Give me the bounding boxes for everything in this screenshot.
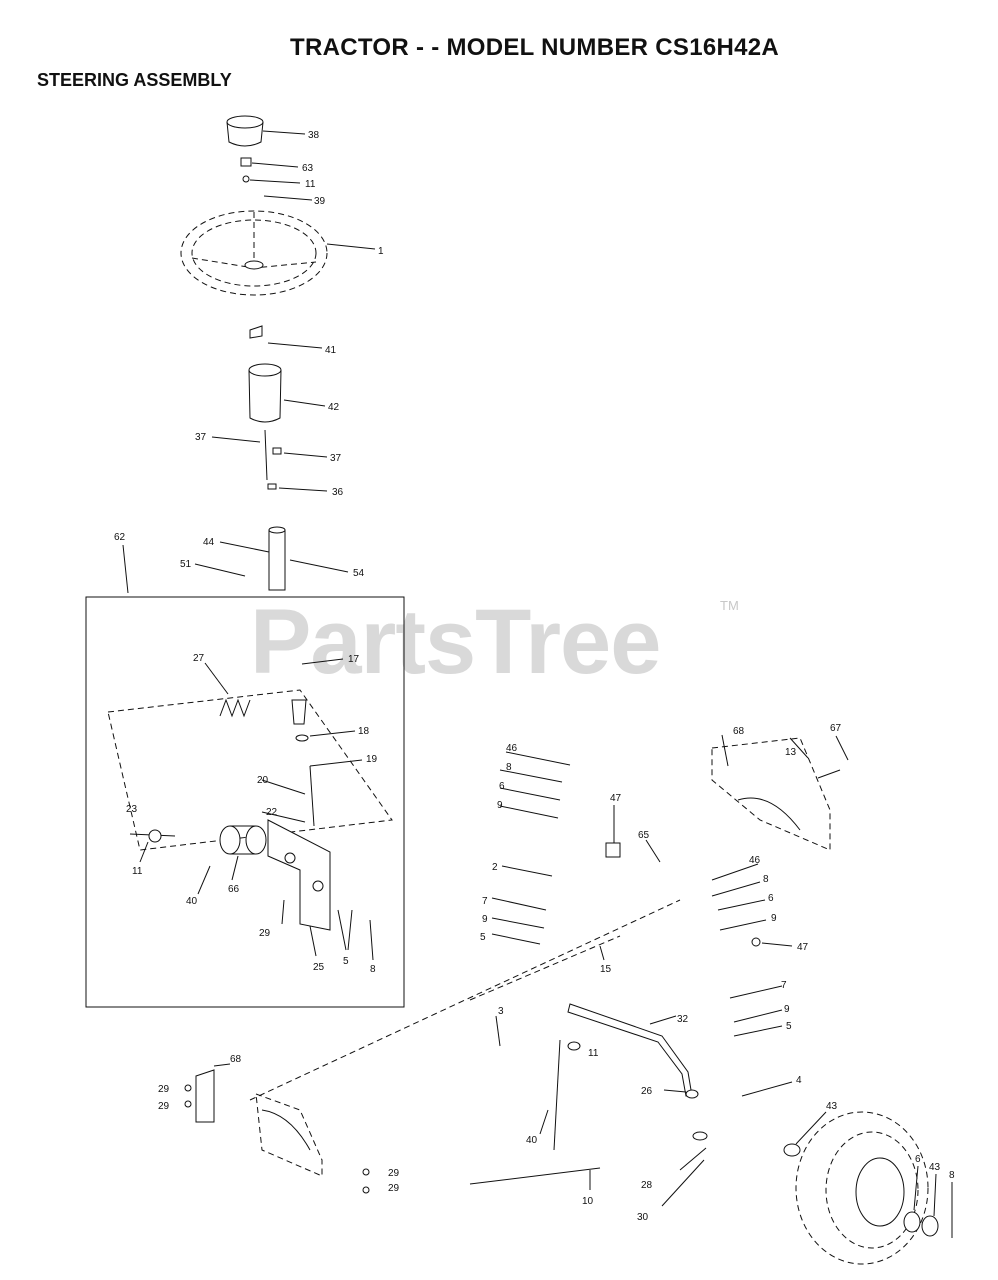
callout-43: 43 <box>826 1101 838 1112</box>
front-wheel <box>795 1111 929 1265</box>
tie-rod <box>567 1003 693 1097</box>
steering-gear-plate <box>107 689 393 851</box>
callout-51: 51 <box>180 559 192 570</box>
section-title: STEERING ASSEMBLY <box>37 70 232 90</box>
callout-13: 13 <box>785 747 797 758</box>
callout-6: 6 <box>915 1154 921 1165</box>
callout-27: 27 <box>193 653 205 664</box>
nut-part <box>240 157 252 167</box>
callout-67: 67 <box>830 723 842 734</box>
adapter-part <box>249 325 263 339</box>
callout-11: 11 <box>588 1048 599 1059</box>
callout-9: 9 <box>771 913 777 924</box>
steering-shaft <box>268 526 286 591</box>
callout-7: 7 <box>482 896 488 907</box>
callout-19: 19 <box>366 754 378 765</box>
callout-54: 54 <box>353 568 365 579</box>
callout-46: 46 <box>749 855 761 866</box>
callout-1: 1 <box>378 246 384 257</box>
callout-8: 8 <box>506 762 512 773</box>
callout-8: 8 <box>370 964 376 975</box>
callout-40: 40 <box>526 1135 538 1146</box>
drag-link <box>249 899 681 1101</box>
callout-5: 5 <box>343 956 349 967</box>
partstree-watermark: PartsTree <box>250 591 661 693</box>
callout-32: 32 <box>677 1014 689 1025</box>
callout-22: 22 <box>266 807 278 818</box>
callout-41: 41 <box>325 345 337 356</box>
callout-5: 5 <box>786 1021 792 1032</box>
callout-8: 8 <box>763 874 769 885</box>
callout-26: 26 <box>641 1086 653 1097</box>
callout-38: 38 <box>308 130 320 141</box>
bushing-part <box>219 825 267 855</box>
callout-11: 11 <box>305 179 316 190</box>
callout-25: 25 <box>313 962 325 973</box>
callout-46: 46 <box>506 743 518 754</box>
callout-68: 68 <box>733 726 745 737</box>
steering-gear-inset-frame <box>85 596 405 1008</box>
washer-43 <box>783 1143 801 1157</box>
callout-7: 7 <box>781 980 787 991</box>
cap-part <box>903 1211 921 1233</box>
callout-62: 62 <box>114 532 126 543</box>
drag-rod <box>469 1167 601 1185</box>
callout-11: 11 <box>132 866 143 877</box>
page-title: TRACTOR - - MODEL NUMBER CS16H42A <box>290 34 780 61</box>
callout-9: 9 <box>784 1004 790 1015</box>
callout-63: 63 <box>302 163 314 174</box>
spring-part <box>219 698 251 718</box>
trademark-mark: TM <box>720 598 739 613</box>
callout-40: 40 <box>186 896 198 907</box>
callout-37: 37 <box>195 432 207 443</box>
callout-68: 68 <box>230 1054 242 1065</box>
callout-4: 4 <box>796 1075 802 1086</box>
callout-66: 66 <box>228 884 240 895</box>
callout-29: 29 <box>158 1084 170 1095</box>
callout-23: 23 <box>126 804 138 815</box>
callout-3: 3 <box>498 1006 504 1017</box>
bolt-part <box>605 805 621 858</box>
callout-29: 29 <box>388 1168 400 1179</box>
axle-bracket-left <box>195 1069 323 1177</box>
callout-47: 47 <box>797 942 809 953</box>
washer-43b <box>921 1215 939 1237</box>
axle-bracket-right <box>711 737 831 851</box>
callout-9: 9 <box>497 800 503 811</box>
callout-9: 9 <box>482 914 488 925</box>
callout-29: 29 <box>259 928 271 939</box>
callout-47: 47 <box>610 793 622 804</box>
callout-37: 37 <box>330 453 342 464</box>
callout-42: 42 <box>328 402 340 413</box>
leader-38 <box>262 130 306 135</box>
callout-6: 6 <box>768 893 774 904</box>
callout-39: 39 <box>314 196 326 207</box>
callout-44: 44 <box>203 537 215 548</box>
callout-17: 17 <box>348 654 360 665</box>
steering-spacer <box>248 363 282 423</box>
callout-36: 36 <box>332 487 344 498</box>
callout-18: 18 <box>358 726 370 737</box>
callout-5: 5 <box>480 932 486 943</box>
pinion-part <box>291 699 307 725</box>
callout-10: 10 <box>582 1196 594 1207</box>
callout-28: 28 <box>641 1180 653 1191</box>
steering-wheel <box>180 210 328 296</box>
callout-6: 6 <box>499 781 505 792</box>
callout-65: 65 <box>638 830 650 841</box>
callout-15: 15 <box>600 964 612 975</box>
callout-29: 29 <box>388 1183 400 1194</box>
steering-shaft-upper <box>264 429 268 481</box>
callout-8: 8 <box>949 1170 955 1181</box>
callout-29: 29 <box>158 1101 170 1112</box>
steering-cap <box>226 115 264 147</box>
callout-30: 30 <box>637 1212 649 1223</box>
lock-nut-part <box>148 829 162 843</box>
callout-20: 20 <box>257 775 269 786</box>
callout-2: 2 <box>492 862 498 873</box>
callout-43: 43 <box>929 1162 941 1173</box>
washer-part <box>242 175 250 183</box>
mounting-bracket <box>267 819 331 931</box>
